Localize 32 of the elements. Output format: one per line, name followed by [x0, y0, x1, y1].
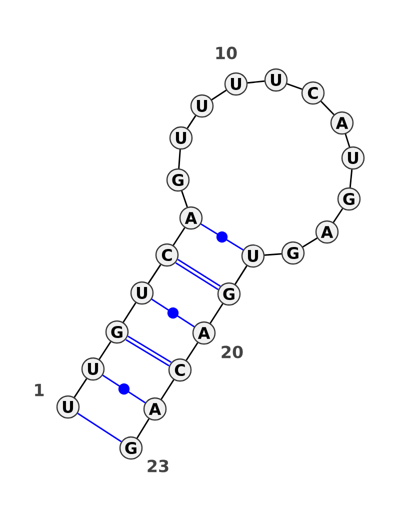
backbone-line: [122, 302, 136, 323]
base-pair-line: [175, 258, 221, 290]
backbone-line: [181, 190, 188, 208]
backbone-line: [302, 237, 318, 248]
backbone-line: [186, 115, 196, 129]
base-pair-line: [151, 298, 195, 328]
backbone-line: [349, 169, 353, 188]
backbone-line: [186, 342, 198, 361]
base-pair-line: [77, 412, 122, 442]
base-pair-line: [102, 374, 146, 404]
base-pair-line: [126, 336, 172, 366]
backbone-line: [332, 208, 344, 223]
backbone-line: [148, 264, 162, 284]
backbone-line: [178, 150, 181, 168]
backbone-line: [74, 378, 88, 398]
backbone-line: [320, 100, 334, 116]
backbone-line: [136, 418, 150, 438]
position-number: 10: [216, 46, 237, 60]
backbone-line: [286, 83, 302, 90]
backbone-line: [234, 265, 248, 285]
base-pair-line: [200, 223, 244, 251]
position-number: 1: [35, 384, 44, 396]
position-number: 23: [148, 460, 168, 472]
backbone-line: [247, 80, 265, 84]
backbone-line: [211, 90, 227, 100]
backbone-line: [344, 134, 350, 148]
position-number: 20: [222, 346, 243, 358]
backbone-line: [264, 253, 282, 256]
backbone-line: [172, 227, 186, 246]
backbone-line: [210, 303, 224, 324]
backbone-line: [160, 379, 174, 400]
backbone-line: [98, 341, 112, 360]
